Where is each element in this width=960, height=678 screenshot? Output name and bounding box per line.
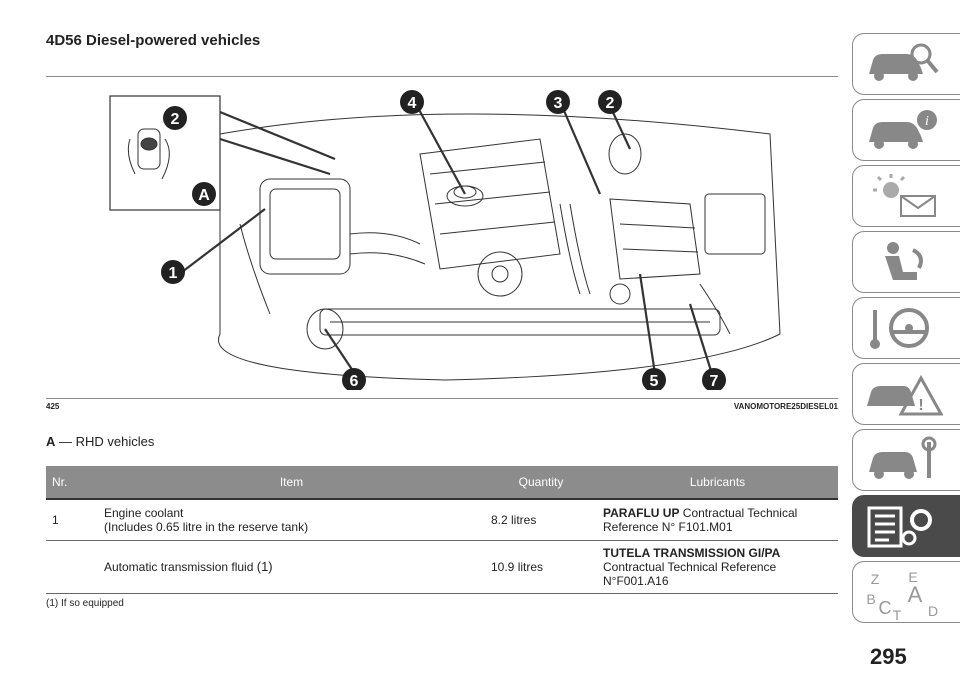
- callout-6: 6: [350, 373, 359, 390]
- footnote-ref: (1): [256, 559, 273, 574]
- item-line: Automatic transmission fluid: [104, 560, 254, 574]
- header-quantity: Quantity: [485, 466, 597, 499]
- tab-emergency[interactable]: !: [852, 363, 960, 425]
- header-lubricants: Lubricants: [597, 466, 838, 499]
- tab-index[interactable]: Z E B A C T D: [852, 561, 960, 623]
- svg-text:!: !: [918, 397, 923, 414]
- legend-text: RHD vehicles: [75, 434, 155, 449]
- cell-nr: [46, 540, 98, 594]
- lubricants-table: Nr. Item Quantity Lubricants 1 Engine co…: [46, 466, 838, 594]
- callout-1: 1: [169, 265, 178, 282]
- tab-maintenance[interactable]: [852, 429, 960, 491]
- lubricant-ref: Contractual Technical Reference N° F101.…: [603, 506, 798, 534]
- cell-item: Engine coolant (Includes 0.65 litre in t…: [98, 499, 485, 541]
- airbag-seat-icon: [885, 242, 923, 280]
- figure-number: 425: [46, 402, 60, 411]
- top-rule: [46, 76, 838, 77]
- cell-nr: 1: [46, 499, 98, 541]
- callout-3: 3: [554, 95, 563, 112]
- table-header-row: Nr. Item Quantity Lubricants: [46, 466, 838, 499]
- callout-4: 4: [408, 95, 417, 112]
- car-search-icon: [869, 43, 939, 81]
- callout-5: 5: [650, 373, 659, 390]
- tab-warning-lights[interactable]: [852, 165, 960, 227]
- legend-note: A — RHD vehicles: [46, 434, 154, 449]
- lubricant-ref: Contractual Technical Reference N°F001.A…: [603, 560, 777, 588]
- car-service-icon: [869, 436, 937, 479]
- figure-rule: [46, 398, 838, 399]
- item-line: (Includes 0.65 litre in the reserve tank…: [104, 520, 309, 534]
- tab-technical-specifications[interactable]: [852, 495, 960, 557]
- car-warning-triangle-icon: !: [867, 374, 943, 416]
- cell-quantity: 8.2 litres: [485, 499, 597, 541]
- index-letter: B: [866, 591, 875, 607]
- engine-bay-illustration: 2 A 1 4 3 2 6 5 7: [109, 90, 781, 390]
- steering-key-icon: [870, 308, 929, 349]
- callout-A-inset: A: [198, 187, 210, 204]
- callout-7: 7: [710, 373, 719, 390]
- index-letter: T: [893, 607, 902, 620]
- header-nr: Nr.: [46, 466, 98, 499]
- cell-item: Automatic transmission fluid (1): [98, 540, 485, 594]
- index-letter: Z: [871, 571, 880, 587]
- specs-gear-icon: [867, 506, 932, 548]
- lubricant-name: TUTELA TRANSMISSION GI/PA: [603, 546, 781, 560]
- alphabet-index-icon: Z E B A C T D: [866, 569, 938, 620]
- cell-quantity: 10.9 litres: [485, 540, 597, 594]
- warning-light-icon: [873, 174, 936, 217]
- callout-2-inset: 2: [171, 111, 180, 128]
- legend-dash: —: [55, 434, 76, 449]
- header-item: Item: [98, 466, 485, 499]
- tab-car-info[interactable]: i: [852, 99, 960, 161]
- tab-safety[interactable]: [852, 231, 960, 293]
- tab-starting-driving[interactable]: [852, 297, 960, 359]
- table-row: Automatic transmission fluid (1) 10.9 li…: [46, 540, 838, 594]
- svg-text:i: i: [925, 114, 929, 129]
- cell-lubricant: TUTELA TRANSMISSION GI/PA Contractual Te…: [597, 540, 838, 594]
- section-title: 4D56 Diesel-powered vehicles: [46, 32, 261, 49]
- lubricant-name: PARAFLU UP: [603, 506, 680, 520]
- index-letter: A: [908, 582, 923, 607]
- legend-key: A: [46, 434, 56, 449]
- index-letter: E: [908, 569, 917, 585]
- item-line: Engine coolant: [104, 506, 184, 520]
- figure-code: VANOMOTORE25DIESEL01: [733, 402, 838, 411]
- index-letter: D: [928, 603, 938, 619]
- index-letter: C: [879, 598, 892, 618]
- tab-car-search[interactable]: [852, 33, 960, 95]
- page-number: 295: [870, 644, 907, 669]
- callout-2: 2: [606, 95, 615, 112]
- cell-lubricant: PARAFLU UP Contractual Technical Referen…: [597, 499, 838, 541]
- table-row: 1 Engine coolant (Includes 0.65 litre in…: [46, 499, 838, 541]
- footnote: (1) If so equipped: [46, 598, 124, 609]
- car-info-icon: i: [869, 110, 937, 149]
